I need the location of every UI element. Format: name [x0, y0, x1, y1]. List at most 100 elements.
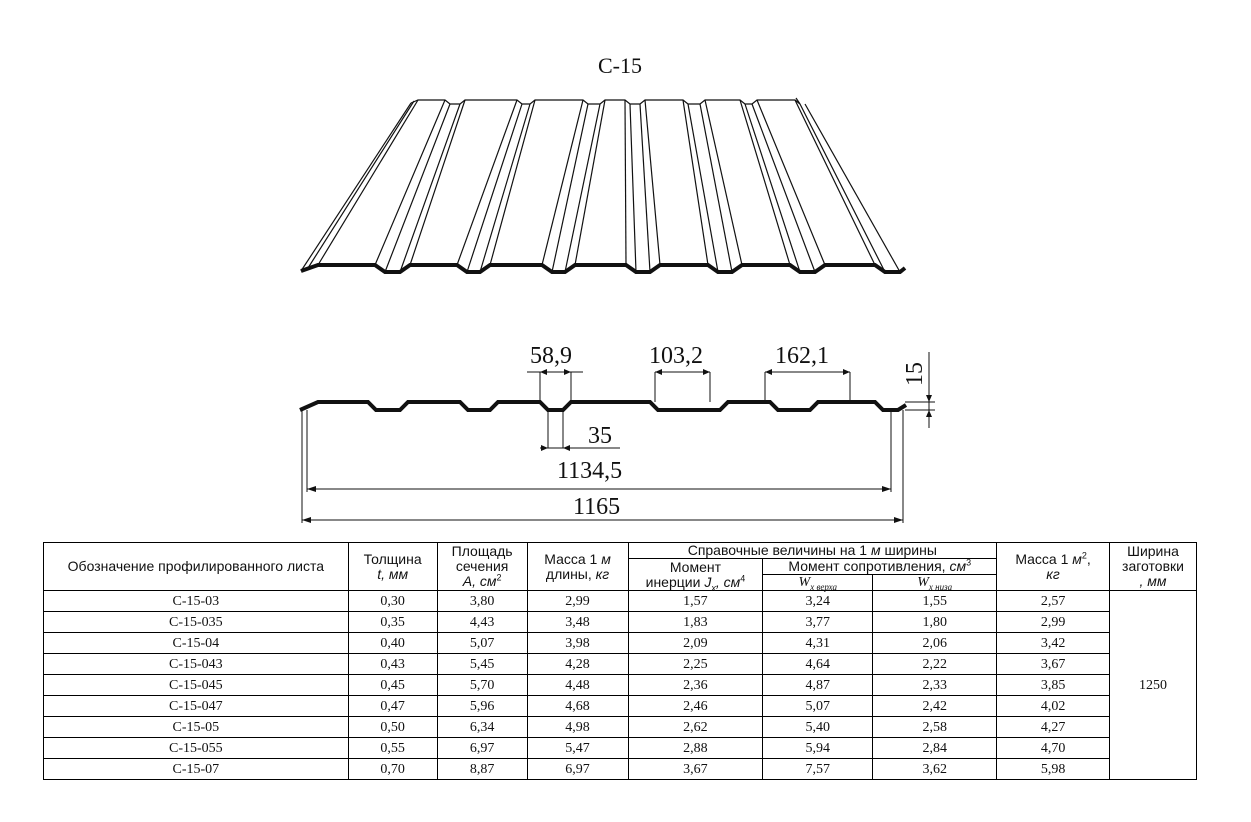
dim-working-width: 1134,5 — [557, 458, 623, 484]
table-cell: 0,50 — [347, 716, 438, 738]
header-reference: Справочные величины на 1 м ширины — [627, 542, 998, 559]
table-cell: 4,43 — [436, 611, 528, 633]
table-cell: 2,88 — [627, 737, 764, 759]
table-cell: С-15-035 — [43, 611, 349, 633]
table-cell: 0,35 — [347, 611, 438, 633]
table-cell: 2,57 — [996, 590, 1110, 612]
table-cell: 5,45 — [436, 653, 528, 675]
table-cell: 4,68 — [526, 695, 629, 717]
profile-drawing — [299, 97, 935, 523]
table-cell: 1,57 — [627, 590, 764, 612]
table-cell: 5,96 — [436, 695, 528, 717]
table-cell: 2,36 — [627, 674, 764, 696]
table-cell: 5,07 — [436, 632, 528, 654]
table-cell: 0,45 — [347, 674, 438, 696]
table-cell: 4,70 — [996, 737, 1110, 759]
table-cell: 4,31 — [762, 632, 874, 654]
table-cell: 2,25 — [627, 653, 764, 675]
table-cell: 1,80 — [872, 611, 998, 633]
table-cell: 3,98 — [526, 632, 629, 654]
drawing-title: С-15 — [598, 53, 642, 78]
table-cell: 2,58 — [872, 716, 998, 738]
table-cell: 0,55 — [347, 737, 438, 759]
table-cell: 0,70 — [347, 758, 438, 780]
table-cell: 4,48 — [526, 674, 629, 696]
dim-pitch: 162,1 — [775, 343, 829, 369]
table-cell: 0,30 — [347, 590, 438, 612]
table-cell: 1,55 — [872, 590, 998, 612]
table-cell: 4,02 — [996, 695, 1110, 717]
table-cell: С-15-043 — [43, 653, 349, 675]
dim-bottom-width: 35 — [588, 423, 612, 449]
table-cell: С-15-055 — [43, 737, 349, 759]
table-cell: 3,62 — [872, 758, 998, 780]
dim-top-width: 58,9 — [530, 343, 572, 369]
table-cell: 5,07 — [762, 695, 874, 717]
table-cell: 2,09 — [627, 632, 764, 654]
table-cell: 5,40 — [762, 716, 874, 738]
table-cell: 2,46 — [627, 695, 764, 717]
table-cell: 6,97 — [526, 758, 629, 780]
table-cell: 3,42 — [996, 632, 1110, 654]
table-cell: 3,24 — [762, 590, 874, 612]
header-w-top: Wx верха — [762, 574, 874, 591]
table-cell: 0,40 — [347, 632, 438, 654]
table-cell: С-15-03 — [43, 590, 349, 612]
table-cell: 4,87 — [762, 674, 874, 696]
table-cell: 1,83 — [627, 611, 764, 633]
table-cell: 6,34 — [436, 716, 528, 738]
profile-table: Обозначение профилированного листа Толщи… — [43, 542, 1197, 780]
header-w-bottom: Wx низа — [872, 574, 998, 591]
dim-height: 15 — [902, 362, 928, 386]
sheet-back-edge — [410, 99, 801, 105]
table-cell: С-15-04 — [43, 632, 349, 654]
table-cell: 5,94 — [762, 737, 874, 759]
dim-full-width: 1165 — [573, 494, 621, 520]
table-cell: 2,62 — [627, 716, 764, 738]
table-cell: 0,47 — [347, 695, 438, 717]
table-cell: 3,80 — [436, 590, 528, 612]
sheet-perspective — [300, 97, 907, 274]
table-cell: 5,98 — [996, 758, 1110, 780]
table-cell: 2,99 — [996, 611, 1110, 633]
table-cell: 3,48 — [526, 611, 629, 633]
header-blank-width: Ширина заготовки, мм — [1109, 542, 1197, 591]
table-cell: 5,70 — [436, 674, 528, 696]
header-resistance: Момент сопротивления, см3 — [762, 558, 998, 575]
table-cell: 7,57 — [762, 758, 874, 780]
table-cell: 2,84 — [872, 737, 998, 759]
table-cell: 4,27 — [996, 716, 1110, 738]
sheet-front-edge — [300, 263, 907, 274]
table-cell: 6,97 — [436, 737, 528, 759]
table-cell: 3,85 — [996, 674, 1110, 696]
table-cell: 8,87 — [436, 758, 528, 780]
header-mass-m2: Масса 1 м2,кг — [996, 542, 1110, 591]
table-cell: С-15-047 — [43, 695, 349, 717]
section-profile — [299, 352, 935, 523]
blank-width-value: 1250 — [1109, 590, 1197, 780]
table-cell: 2,99 — [526, 590, 629, 612]
table-cell: С-15-07 — [43, 758, 349, 780]
header-designation: Обозначение профилированного листа — [43, 542, 349, 591]
table-cell: 3,67 — [627, 758, 764, 780]
table-cell: 5,47 — [526, 737, 629, 759]
table-cell: 4,98 — [526, 716, 629, 738]
dim-middle-span: 103,2 — [649, 343, 703, 369]
table-cell: 2,33 — [872, 674, 998, 696]
table-cell: С-15-045 — [43, 674, 349, 696]
table-cell: 3,67 — [996, 653, 1110, 675]
table-cell: 2,42 — [872, 695, 998, 717]
table-cell: 4,28 — [526, 653, 629, 675]
table-cell: 4,64 — [762, 653, 874, 675]
